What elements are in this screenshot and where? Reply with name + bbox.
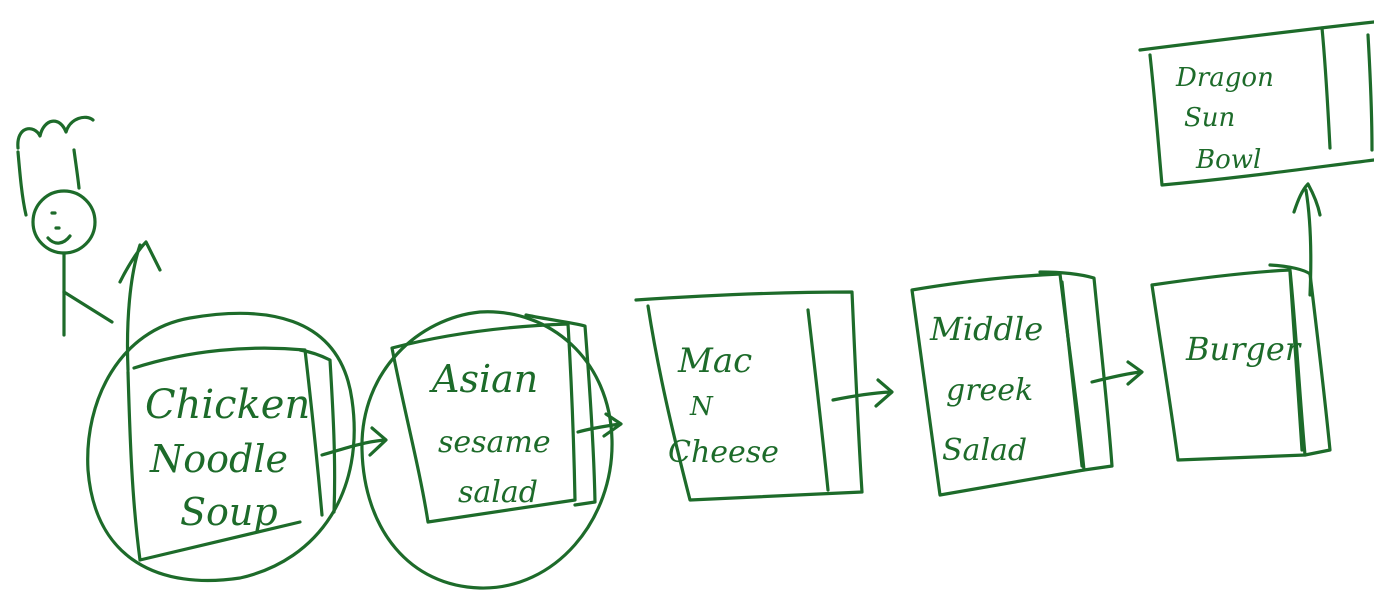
step-label-line: Noodle <box>149 437 288 481</box>
step-label-line: Asian <box>429 357 538 401</box>
step-label-line: salad <box>458 475 538 510</box>
step-label-line: Mac <box>677 341 752 381</box>
step-box-middle-greek-salad: Middle greek Salad <box>910 270 1114 497</box>
step-label-line: Burger <box>1185 330 1302 368</box>
step-box-mac-n-cheese: Mac N Cheese <box>634 290 864 502</box>
step-box-chicken-noodle-soup: Chicken Noodle Soup <box>86 311 356 583</box>
flow-arrow <box>320 426 388 457</box>
step-label-line: Soup <box>180 490 278 534</box>
step-box-burger: Burger <box>1150 263 1332 462</box>
step-label-line: greek <box>946 373 1033 408</box>
flow-arrow <box>1090 360 1144 386</box>
step-label-line: Dragon <box>1175 63 1274 93</box>
step-label-line: sesame <box>438 425 551 460</box>
step-box-asian-sesame-salad: Asian sesame salad <box>360 310 614 590</box>
step-label-line: Bowl <box>1195 145 1261 175</box>
step-label-line: Chicken <box>145 382 310 428</box>
flow-arrow <box>831 378 894 408</box>
step-box-dragon-sun-bowl: Dragon Sun Bowl <box>1138 20 1374 187</box>
step-label-line: N <box>689 392 714 422</box>
step-label-line: Middle <box>929 310 1043 348</box>
step-label-line: Salad <box>942 433 1027 468</box>
step-label-line: Sun <box>1184 103 1235 133</box>
chef-figure-icon <box>16 115 114 337</box>
step-label-line: Cheese <box>668 435 779 470</box>
flow-arrow <box>576 412 623 438</box>
flow-arrow <box>1292 182 1322 297</box>
flow-arrow-to-chef <box>118 240 162 372</box>
